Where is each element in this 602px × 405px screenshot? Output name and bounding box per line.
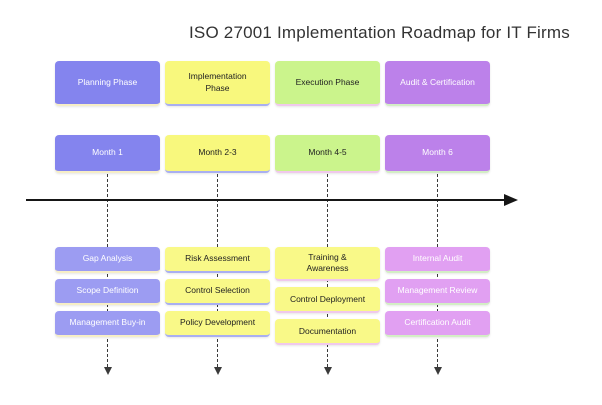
arrow-down-icon (104, 367, 112, 375)
task-label: Certification Audit (404, 317, 471, 328)
arrow-down-icon (434, 367, 442, 375)
task-box-training-awareness: Training & Awareness (275, 247, 380, 282)
month-label: Month 2-3 (198, 147, 237, 158)
phase-label: Implementation Phase (188, 71, 247, 93)
task-list-planning: Gap Analysis Scope Definition Management… (55, 247, 160, 337)
task-box-documentation: Documentation (275, 319, 380, 346)
task-box-certification-audit: Certification Audit (385, 311, 490, 337)
phase-label: Audit & Certification (400, 76, 475, 87)
task-label: Training & Awareness (306, 252, 349, 274)
month-box-6: Month 6 (385, 135, 490, 173)
task-box-management-review: Management Review (385, 279, 490, 305)
task-label: Risk Assessment (185, 253, 250, 264)
task-label: Control Deployment (289, 293, 366, 304)
task-label: Management Review (397, 285, 478, 296)
task-box-policy-development: Policy Development (165, 311, 270, 337)
task-box-control-selection: Control Selection (165, 279, 270, 305)
phase-column-planning: Planning Phase Month 1 Gap Analysis Scop… (55, 0, 160, 405)
task-label: Internal Audit (412, 253, 463, 264)
task-label: Management Buy-in (69, 317, 146, 328)
phase-box-audit-certification: Audit & Certification (385, 61, 490, 106)
month-label: Month 6 (422, 147, 453, 158)
month-label: Month 4-5 (308, 147, 347, 158)
phase-column-audit: Audit & Certification Month 6 Internal A… (385, 0, 490, 405)
task-label: Scope Definition (76, 285, 139, 296)
phase-column-implementation: Implementation Phase Month 2-3 Risk Asse… (165, 0, 270, 405)
task-label: Gap Analysis (82, 253, 133, 264)
arrow-down-icon (324, 367, 332, 375)
task-list-implementation: Risk Assessment Control Selection Policy… (165, 247, 270, 337)
timeline-axis (26, 199, 505, 201)
month-box-2-3: Month 2-3 (165, 135, 270, 173)
task-box-management-buy-in: Management Buy-in (55, 311, 160, 337)
phase-column-execution: Execution Phase Month 4-5 Training & Awa… (275, 0, 380, 405)
phase-box-execution: Execution Phase (275, 61, 380, 106)
task-box-internal-audit: Internal Audit (385, 247, 490, 273)
arrow-right-icon (504, 194, 518, 206)
task-label: Policy Development (179, 317, 256, 328)
phase-label: Planning Phase (77, 76, 138, 87)
page-title: ISO 27001 Implementation Roadmap for IT … (189, 23, 570, 42)
phase-label: Execution Phase (295, 76, 360, 87)
month-box-4-5: Month 4-5 (275, 135, 380, 173)
task-label: Control Selection (185, 285, 250, 296)
task-box-control-deployment: Control Deployment (275, 287, 380, 314)
task-box-scope-definition: Scope Definition (55, 279, 160, 305)
month-label: Month 1 (92, 147, 123, 158)
task-label: Documentation (298, 325, 357, 336)
month-box-1: Month 1 (55, 135, 160, 173)
task-list-execution: Training & Awareness Control Deployment … (275, 247, 380, 346)
arrow-down-icon (214, 367, 222, 375)
task-box-gap-analysis: Gap Analysis (55, 247, 160, 273)
task-box-risk-assessment: Risk Assessment (165, 247, 270, 273)
phase-box-implementation: Implementation Phase (165, 61, 270, 106)
task-list-audit: Internal Audit Management Review Certifi… (385, 247, 490, 337)
phase-box-planning: Planning Phase (55, 61, 160, 106)
